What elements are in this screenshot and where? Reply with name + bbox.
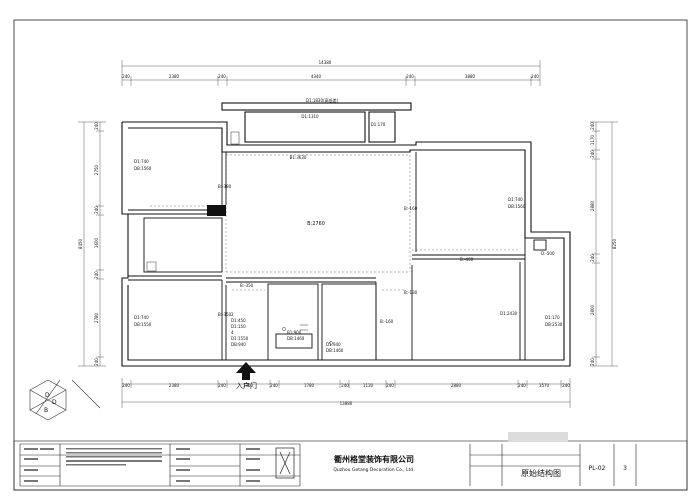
bottom-dim-seg: 240 xyxy=(386,383,394,388)
door-mid-label: B:-160 xyxy=(404,206,418,211)
sheet-number: 3 xyxy=(623,465,627,472)
left-dim-seg: 1600 xyxy=(94,237,99,248)
balcony-mid-label: D1:1310 xyxy=(301,114,319,119)
bed-sw-label: DB:1550 xyxy=(134,322,152,327)
right-dim-seg: 240 xyxy=(590,122,595,130)
kitchen-label: 2 xyxy=(231,312,234,317)
bed-se-label: D1:2430 xyxy=(500,311,518,316)
top-dim-seg: 240 xyxy=(122,74,130,79)
title-block-fine-print xyxy=(24,448,260,482)
bath1-label: DB:1460 xyxy=(287,336,305,341)
beam-lines xyxy=(150,154,520,291)
bath1-label: B1:900 xyxy=(287,330,302,335)
top-dim-seg: 240 xyxy=(406,74,414,79)
bottom-dim-seg: 240 xyxy=(518,383,526,388)
right-overall-dimension: 8250 xyxy=(612,238,617,249)
room-far-label: DB:2530 xyxy=(545,322,563,327)
bed-nw-label: DB:1560 xyxy=(134,166,152,171)
bottom-dim-seg: 1570 xyxy=(539,383,550,388)
entrance-label: 入户门 xyxy=(236,381,257,390)
top-overall-dimension: 14380 xyxy=(319,60,332,65)
bottom-dim-seg: 2880 xyxy=(451,383,462,388)
compass-letter: B xyxy=(44,407,48,414)
left-overall-dimension: 8450 xyxy=(78,238,83,249)
balcony-top-label: D1:1830(高低差) xyxy=(306,97,339,103)
company-name-en: Quzhou Getang Decoration Co., Ltd. xyxy=(333,467,414,473)
small-right-label: D:-500 xyxy=(541,251,555,256)
mid-b-label: B:-350 xyxy=(218,312,232,317)
bed-ne-label: D1:740 xyxy=(508,197,523,202)
room-far-label: D1:170 xyxy=(545,315,560,320)
right-dimension-chain xyxy=(590,121,618,367)
bottom-dim-seg: 240 xyxy=(270,383,278,388)
bed-sw-label: D1:740 xyxy=(134,315,149,320)
drawing-name: 原始结构图 xyxy=(521,468,561,478)
left-dim-seg: 240 xyxy=(94,206,99,214)
exterior-walls xyxy=(121,102,571,367)
bottom-dimension-chain xyxy=(121,378,571,408)
right-dim-seg: 240 xyxy=(590,358,595,366)
bed-ne-label: DB:1560 xyxy=(508,204,526,209)
living-room-label: B:2760 xyxy=(307,221,325,227)
compass-letter: D xyxy=(52,399,57,406)
left-dimension-chain xyxy=(78,121,106,367)
bath2-label: DB:1460 xyxy=(326,348,344,353)
top-dim-seg: 2380 xyxy=(169,74,180,79)
right-dim-seg: 240 xyxy=(590,254,595,262)
balcony-right-label: D1:170 xyxy=(371,122,386,127)
kitchen-label: 4 xyxy=(231,330,234,335)
bottom-overall-dimension: 13880 xyxy=(340,401,353,406)
kitchen-label: DB:940 xyxy=(231,342,246,347)
company-logo xyxy=(275,447,295,479)
left-dim-seg: 240 xyxy=(94,271,99,279)
beam-main-label: B1:3630 xyxy=(290,155,307,160)
compass-letter: D xyxy=(45,392,50,399)
door-c-label: B:-160 xyxy=(380,319,394,324)
title-block xyxy=(13,440,688,491)
top-dimension-chain xyxy=(121,60,541,86)
blurred-field xyxy=(508,432,568,442)
left-dim-seg: 240 xyxy=(94,122,99,130)
bottom-dim-seg: 1130 xyxy=(363,383,374,388)
interior-walls xyxy=(128,152,547,361)
kitchen-label: D1:1550 xyxy=(231,336,249,341)
structural-column xyxy=(207,205,226,216)
company-name-cn: 衢州格堂装饰有限公司 xyxy=(334,454,414,464)
left-dim-seg: 2780 xyxy=(94,312,99,323)
right-dim-seg: 2880 xyxy=(590,200,595,211)
drawing-code: PL-02 xyxy=(589,465,606,472)
bottom-dim-seg: 1350 xyxy=(243,383,254,388)
kitchen-label: D1:450 xyxy=(231,318,246,323)
bottom-dim-seg: 240 xyxy=(122,383,130,388)
bath2-label: D1:940 xyxy=(326,342,341,347)
top-dim-seg: 4340 xyxy=(311,74,322,79)
bottom-dim-seg: 240 xyxy=(562,383,570,388)
compass-icon xyxy=(29,379,101,421)
kitchen-label: D1:150 xyxy=(231,324,246,329)
door-d-label: B:-130 xyxy=(404,290,418,295)
top-dim-seg: 240 xyxy=(531,74,539,79)
bottom-dim-seg: 240 xyxy=(341,383,349,388)
sheet-frame xyxy=(13,19,688,491)
right-dim-seg: 1170 xyxy=(590,134,595,145)
bottom-dim-seg: 1780 xyxy=(304,383,315,388)
right-dim-seg: 2800 xyxy=(590,304,595,315)
fixtures xyxy=(146,131,333,345)
left-dim-seg: 240 xyxy=(94,358,99,366)
top-dim-seg: 3880 xyxy=(465,74,476,79)
top-dim-seg: 240 xyxy=(218,74,226,79)
beam-right-label: B:-400 xyxy=(460,257,474,262)
door-left-label: B:-380 xyxy=(218,184,232,189)
bottom-dim-seg: 240 xyxy=(218,383,226,388)
right-dim-seg: 240 xyxy=(590,150,595,158)
left-dim-seg: 2750 xyxy=(94,164,99,175)
entrance-arrow-icon xyxy=(236,362,256,380)
bottom-dim-seg: 2380 xyxy=(169,383,180,388)
room-annotations: D1:1830(高低差) D1:1310 D1:170 B1:3630 B:27… xyxy=(134,97,563,353)
hall-left-label: B:-350 xyxy=(240,283,254,288)
bed-nw-label: D1:740 xyxy=(134,159,149,164)
